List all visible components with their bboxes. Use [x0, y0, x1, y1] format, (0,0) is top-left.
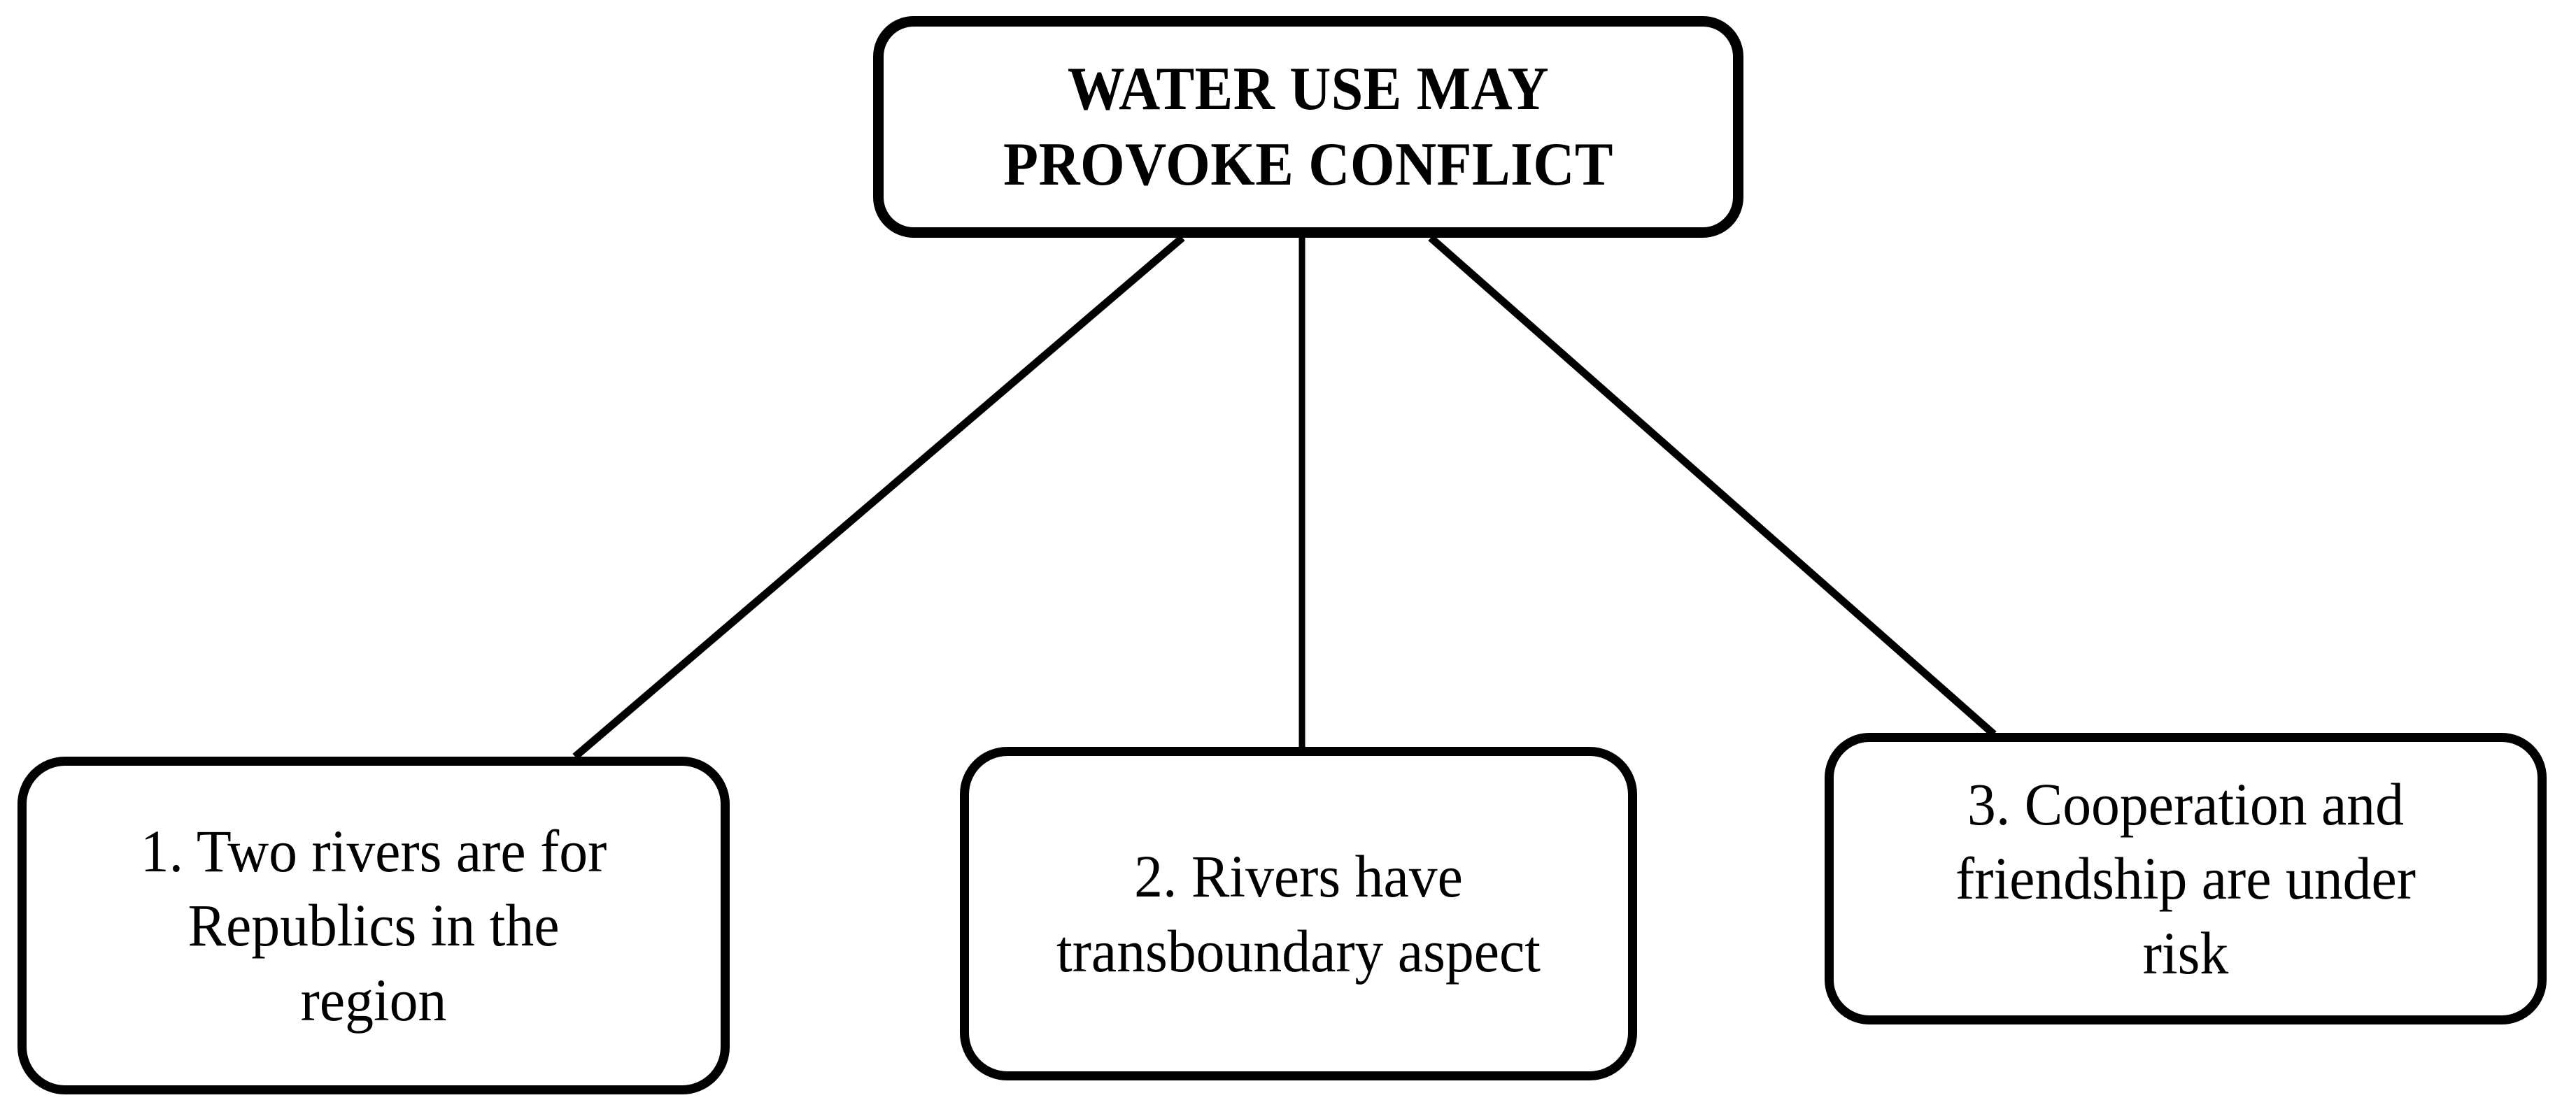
child-node-2-label: 2. Rivers have transboundary aspect	[1056, 842, 1541, 985]
child-node-1-label: 1. Two rivers are for Republics in the r…	[140, 817, 607, 1034]
child-node-1[interactable]: 1. Two rivers are for Republics in the r…	[17, 757, 730, 1094]
connector-root-to-child-3	[1428, 234, 1997, 738]
connector-root-to-child-1	[572, 234, 1185, 760]
child-node-2[interactable]: 2. Rivers have transboundary aspect	[960, 747, 1637, 1080]
child-node-3[interactable]: 3. Cooperation and friendship are under …	[1825, 733, 2547, 1024]
child-node-3-label: 3. Cooperation and friendship are under …	[1955, 770, 2416, 987]
root-node-water-use-may-provoke-conflict[interactable]: WATER USE MAY PROVOKE CONFLICT	[873, 16, 1743, 238]
root-node-label: WATER USE MAY PROVOKE CONFLICT	[1003, 55, 1613, 199]
